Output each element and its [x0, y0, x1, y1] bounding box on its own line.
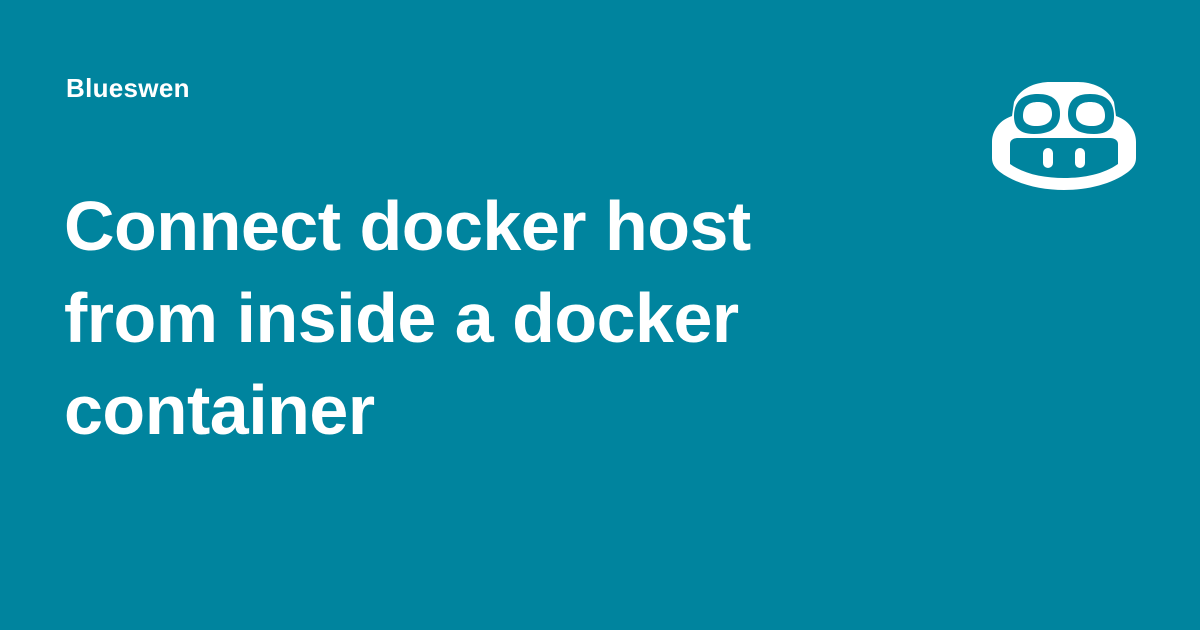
author-name: Blueswen	[66, 73, 190, 103]
post-title: Connect docker host from inside a docker…	[64, 187, 751, 449]
copilot-icon	[990, 78, 1138, 192]
